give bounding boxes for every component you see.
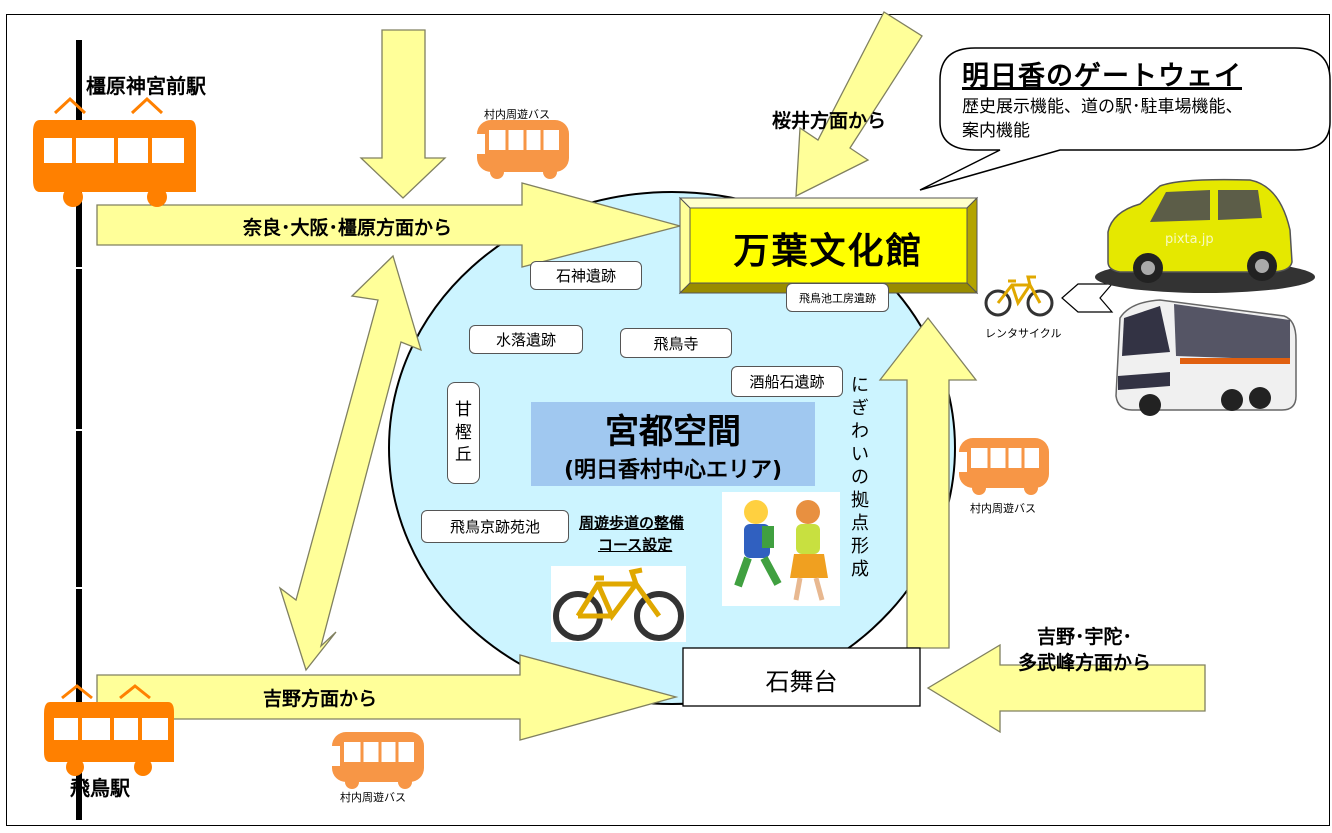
arrow-from-nara-osaka xyxy=(96,182,683,268)
amakashi-char-3: 丘 xyxy=(455,445,472,466)
site-kyoato: 飛鳥京跡苑池 xyxy=(421,510,569,543)
center-title-box xyxy=(531,402,815,486)
bus-icon xyxy=(959,438,1049,495)
train-icon xyxy=(44,684,174,776)
nigiwai-char: に xyxy=(851,375,869,396)
site-kobo: 飛鳥池工房遺跡 xyxy=(786,283,889,312)
nigiwai-char: 成 xyxy=(851,559,869,581)
car-image-watermark: pixta.jp xyxy=(1165,232,1214,247)
station-label-asuka: 飛鳥駅 xyxy=(70,776,130,800)
nigiwai-vertical-text: に ぎ わ い の 拠 点 形 成 xyxy=(848,374,872,581)
bicycle-icon xyxy=(551,566,686,642)
gateway-desc-line2: 案内機能 xyxy=(962,121,1030,141)
center-area-title: 宮都空間 xyxy=(605,412,741,452)
hikers-icon xyxy=(722,492,840,606)
nigiwai-char: の xyxy=(851,467,869,489)
site-amakashi: 甘 樫 丘 xyxy=(447,382,480,484)
manyo-bunkakan-label: 万葉文化館 xyxy=(733,231,924,272)
arrow-from-yoshino-uda xyxy=(926,643,1206,734)
arrow-from-north xyxy=(359,29,447,199)
center-area-subtitle: (明日香村中心エリア) xyxy=(563,458,783,483)
bus-label-right: 村内周遊バス xyxy=(970,502,1036,515)
amakashi-char-1: 甘 xyxy=(455,399,472,420)
nigiwai-char: い xyxy=(851,444,869,466)
route-label-sakurai: 桜井方面から xyxy=(772,110,887,132)
nigiwai-char: 形 xyxy=(851,536,869,558)
pointer-arrow xyxy=(1061,283,1114,313)
site-ishigami: 石神遺跡 xyxy=(530,261,642,290)
walkway-label-line2: コース設定 xyxy=(598,536,673,554)
station-label-kashiharajingumae: 橿原神宮前駅 xyxy=(86,74,206,98)
nigiwai-char: ぎ xyxy=(851,398,869,420)
bus-label-top: 村内周遊バス xyxy=(484,108,550,121)
bus-icon xyxy=(332,732,424,789)
gateway-callout-bubble xyxy=(919,47,1331,191)
train-icon xyxy=(33,96,196,207)
nigiwai-char: わ xyxy=(851,421,869,443)
route-label-yoshino-uda-1: 吉野･宇陀･ xyxy=(1037,626,1133,648)
arrow-double-left xyxy=(278,254,423,672)
ishibutai-box xyxy=(682,647,921,707)
nigiwai-char: 点 xyxy=(851,513,869,535)
walkway-label-line1: 周遊歩道の整備 xyxy=(579,514,685,532)
bus-icon xyxy=(477,120,569,179)
amakashi-char-2: 樫 xyxy=(455,422,472,443)
rental-cycle-label: レンタサイクル xyxy=(985,327,1062,340)
route-label-yoshino-uda-2: 多武峰方面から xyxy=(1018,652,1152,674)
bus-label-bottom: 村内周遊バス xyxy=(340,791,406,804)
site-sakafune: 酒船石遺跡 xyxy=(731,366,843,397)
car-icon xyxy=(1095,178,1315,293)
diagram-frame xyxy=(6,14,1330,826)
site-mizuochi: 水落遺跡 xyxy=(469,325,583,354)
site-asukadera: 飛鳥寺 xyxy=(620,328,732,358)
ishibutai-label: 石舞台 xyxy=(765,668,838,696)
bicycle-icon xyxy=(984,275,1054,317)
nigiwai-char: 拠 xyxy=(851,490,869,512)
manyo-box xyxy=(678,196,979,295)
arrow-from-sakurai xyxy=(795,11,923,198)
coach-bus-icon xyxy=(1115,299,1297,416)
gateway-title: 明日香のゲートウェイ xyxy=(962,61,1242,92)
arrow-up-to-manyo xyxy=(878,316,978,649)
gateway-desc-line1: 歴史展示機能、道の駅･駐車場機能、 xyxy=(962,97,1243,117)
route-label-yoshino: 吉野方面から xyxy=(263,688,378,710)
route-label-nara-osaka: 奈良･大阪･橿原方面から xyxy=(243,217,453,239)
